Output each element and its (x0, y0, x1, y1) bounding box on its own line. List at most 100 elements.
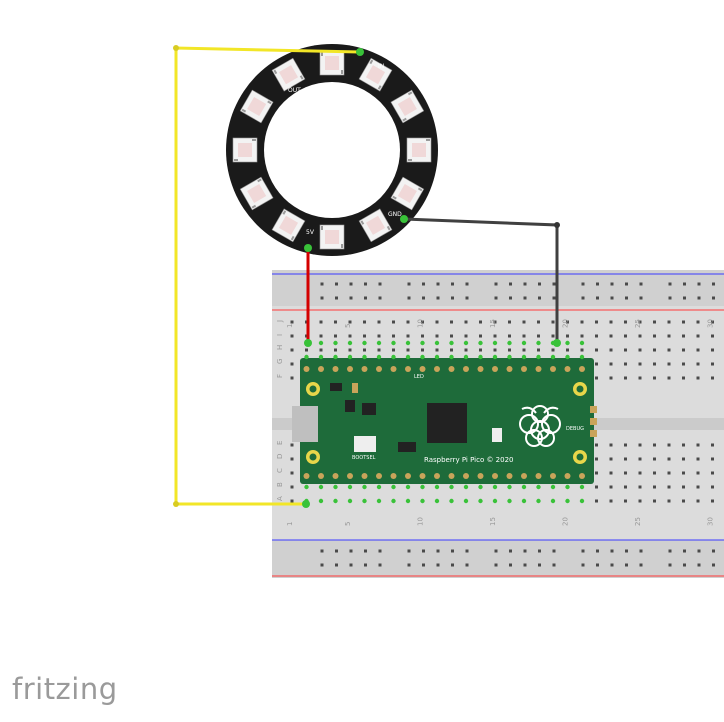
rail-hole (610, 296, 614, 300)
rail-hole (523, 563, 527, 567)
terminal-hole (290, 334, 294, 338)
neopixel-led (319, 224, 345, 250)
rail-hole (349, 549, 353, 553)
rail-hole (451, 282, 454, 286)
terminal-hole (667, 471, 671, 475)
rail-hole (509, 282, 512, 286)
terminal-hole (682, 485, 685, 489)
terminal-hole (711, 471, 714, 475)
terminal-hole (638, 499, 642, 503)
rail-hole (668, 296, 672, 300)
rail-hole (335, 296, 338, 300)
rail-hole (538, 296, 541, 300)
terminal-hole (696, 320, 700, 324)
rail-hole (465, 282, 469, 286)
terminal-hole (334, 334, 337, 338)
pico-pin (318, 484, 324, 490)
terminal-hole (624, 499, 627, 503)
column-number: 30 (707, 319, 715, 328)
pico-pad (347, 366, 353, 372)
terminal-hole (595, 471, 598, 475)
terminal-hole (667, 499, 671, 503)
rail-hole (625, 563, 628, 567)
column-number: 30 (707, 517, 715, 526)
terminal-hole (682, 471, 685, 475)
pico-pad (535, 366, 542, 372)
pico-pad (506, 473, 513, 479)
terminal-hole (319, 348, 323, 352)
terminal-hole (537, 348, 540, 352)
row-letter: E (276, 441, 284, 445)
terminal-hole (595, 443, 598, 447)
rail-hole (639, 549, 643, 553)
neopixel-led (239, 176, 274, 211)
rail-hole (335, 563, 338, 567)
rail-hole (320, 549, 324, 553)
terminal-hole (435, 348, 439, 352)
terminal-hole (667, 348, 671, 352)
terminal-hole (711, 376, 714, 380)
terminal-hole (696, 443, 700, 447)
neopixel-led (271, 57, 306, 92)
pico-pin (304, 354, 309, 360)
terminal-hole (392, 334, 395, 338)
pico-pin (492, 354, 498, 360)
rail-hole (407, 563, 411, 567)
rail-hole (596, 282, 599, 286)
bootsel-button (354, 436, 376, 452)
terminal-hole (711, 443, 714, 447)
pico-silkscreen: Raspberry Pi Pico © 2020 (424, 456, 514, 464)
terminal-hole (638, 334, 642, 338)
terminal-hole (479, 334, 482, 338)
rail-hole (523, 282, 527, 286)
pico-pad (376, 366, 382, 372)
wires (173, 45, 561, 508)
rail-hole (422, 563, 425, 567)
rail-hole (596, 549, 599, 553)
rail-hole (335, 549, 338, 553)
rail-hole (494, 549, 498, 553)
pico-pin (463, 484, 469, 490)
pico-pin (507, 340, 512, 346)
rail-hole (494, 563, 498, 567)
rail-hole (349, 563, 353, 567)
terminal-hole (682, 362, 685, 366)
ring-5v-pin (304, 244, 312, 252)
pico-pin (507, 484, 512, 490)
terminal-hole (667, 443, 671, 447)
rail-hole (436, 549, 440, 553)
pico-pin (391, 340, 396, 346)
terminal-hole (595, 499, 598, 503)
terminal-hole (595, 320, 598, 324)
terminal-hole (464, 334, 468, 338)
terminal-hole (377, 348, 381, 352)
rail-hole (436, 563, 440, 567)
terminal-hole (421, 348, 424, 352)
terminal-hole (667, 376, 671, 380)
terminal-hole (508, 348, 511, 352)
terminal-hole (450, 334, 453, 338)
bootsel-label: BOOTSEL (352, 455, 376, 461)
row-letter: B (276, 482, 284, 487)
pico-pin (507, 354, 512, 360)
terminal-hole (566, 348, 569, 352)
terminal-hole (609, 485, 613, 489)
pico-pin (347, 484, 353, 490)
ring-label-gnd: GND (388, 211, 402, 218)
terminal-hole (638, 457, 642, 461)
pico-pin (579, 354, 585, 360)
rail-hole (712, 563, 715, 567)
power-rail-holes (320, 282, 715, 567)
terminal-hole (595, 376, 598, 380)
terminal-hole (551, 320, 555, 324)
terminal-hole (348, 348, 352, 352)
rail-hole (538, 282, 541, 286)
terminal-hole (624, 485, 627, 489)
rail-hole (639, 296, 643, 300)
terminal-hole (522, 320, 526, 324)
rail-hole (364, 296, 367, 300)
pico-pin (579, 484, 585, 490)
terminal-hole (305, 348, 308, 352)
pico-pad (579, 473, 585, 479)
terminal-hole (479, 320, 482, 324)
